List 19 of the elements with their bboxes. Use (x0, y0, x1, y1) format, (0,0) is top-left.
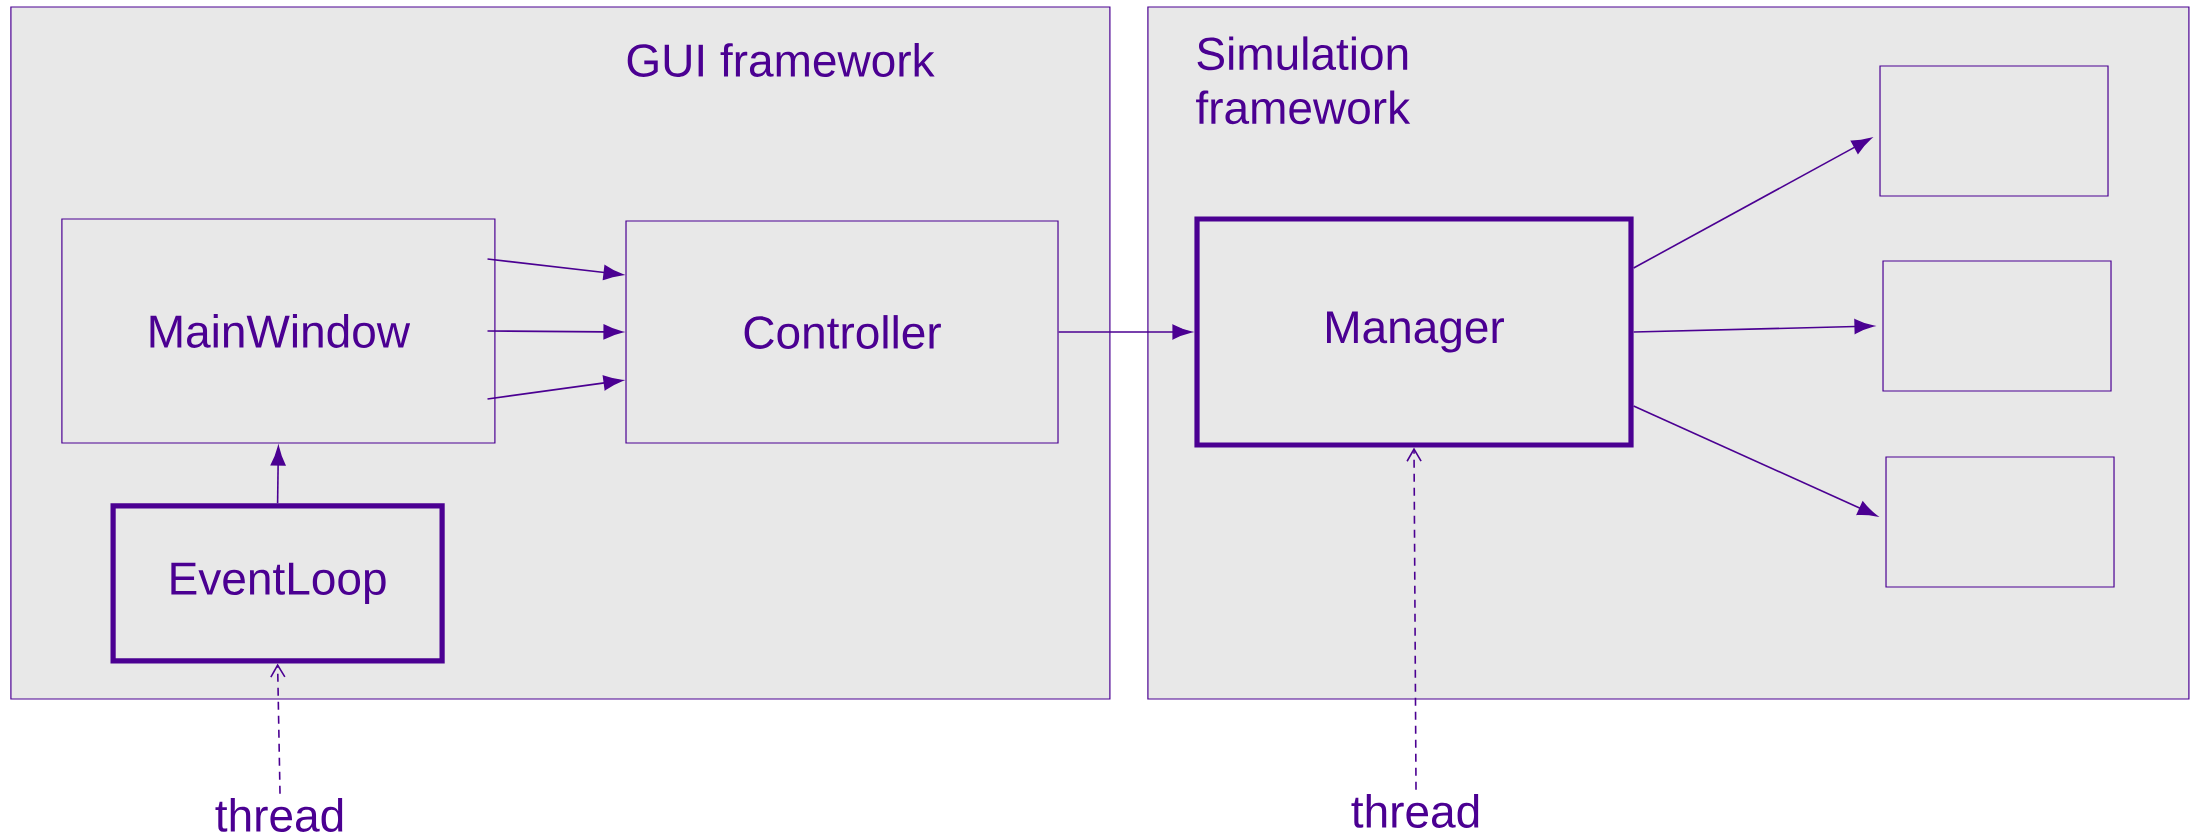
arrow (270, 663, 286, 795)
component-box (1885, 456, 2115, 588)
component-box (1882, 260, 2112, 392)
component-box (1879, 65, 2109, 197)
arrow (270, 446, 286, 505)
component-box: Controller (625, 220, 1059, 444)
arrow (486, 324, 623, 340)
arrow (1057, 324, 1192, 340)
arrow (486, 258, 623, 280)
thread-box: EventLoop (110, 503, 445, 664)
thread-label: thread (215, 798, 343, 832)
arrow (1632, 319, 1874, 334)
arrow (486, 375, 623, 400)
component-box: MainWindow (61, 218, 496, 444)
thread-label: thread (1351, 794, 1479, 828)
arrow (1632, 405, 1878, 517)
arrow (1406, 447, 1422, 791)
thread-box: Manager (1194, 216, 1634, 448)
arrow (1632, 137, 1872, 269)
